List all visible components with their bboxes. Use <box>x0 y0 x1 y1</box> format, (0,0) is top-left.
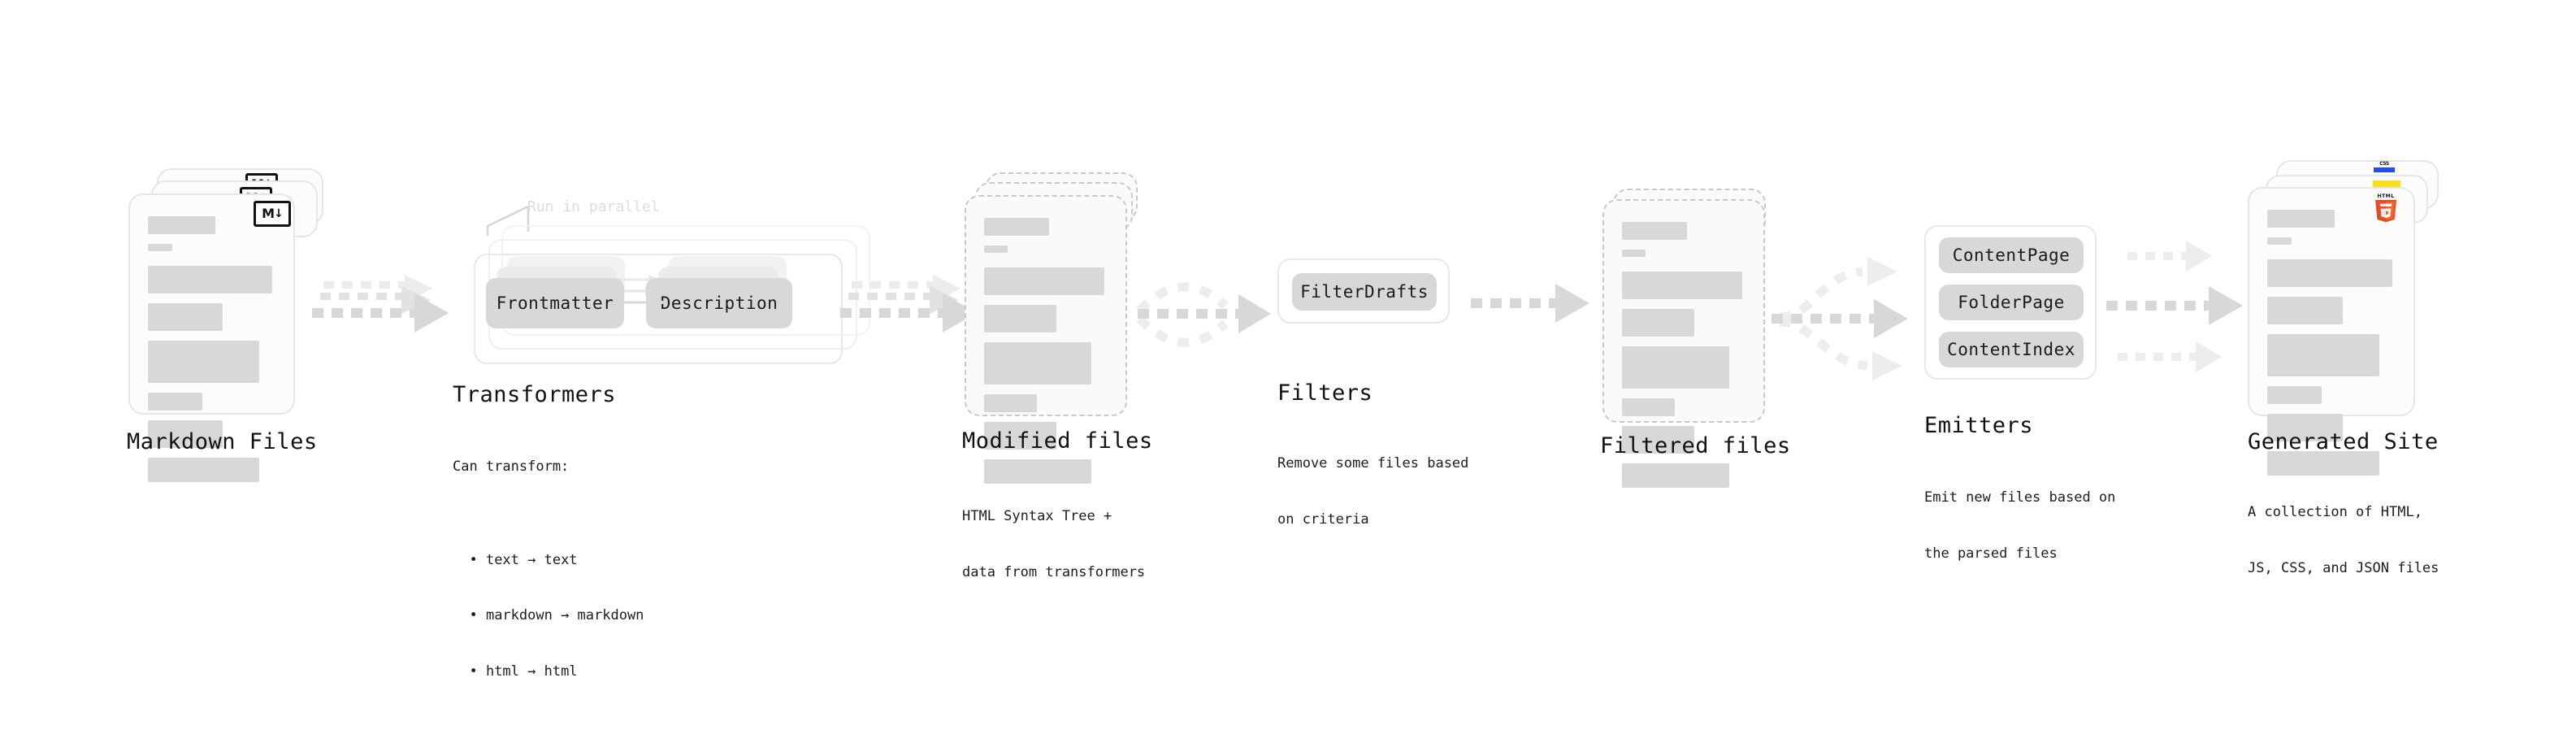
skeleton-bar <box>984 394 1037 412</box>
skeleton-bar <box>984 267 1104 295</box>
emitter-chip-contentpage[interactable]: ContentPage <box>1939 237 2084 273</box>
generated-site-description: A collection of HTML, JS, CSS, and JSON … <box>2248 466 2439 615</box>
skeleton-bar <box>148 216 215 234</box>
skeleton-bar <box>1622 222 1688 240</box>
markdown-file-skeleton <box>148 216 277 492</box>
skeleton-bar <box>148 393 202 411</box>
skeleton-bar <box>148 303 223 331</box>
modified-file-skeleton <box>984 218 1109 493</box>
generated-site-desc-line2: JS, CSS, and JSON files <box>2248 559 2439 576</box>
skeleton-bar <box>984 218 1050 236</box>
transformer-chip-description[interactable]: Description <box>646 278 792 328</box>
generated-site-desc-line1: A collection of HTML, <box>2248 503 2422 520</box>
transformer-chip-label: Description <box>660 293 778 313</box>
emitters-desc-line1: Emit new files based on <box>1924 489 2116 506</box>
modified-files-description: HTML Syntax Tree + data from transformer… <box>962 470 1145 619</box>
filters-description: Remove some files based on criteria <box>1277 417 1468 567</box>
skeleton-bar <box>984 459 1092 484</box>
transformers-desc-list: • text → text • markdown → markdown • ht… <box>453 514 644 719</box>
modified-files-heading: Modified files <box>962 428 1153 454</box>
modified-files-desc-line2: data from transformers <box>962 563 1146 580</box>
skeleton-bar <box>2267 414 2343 441</box>
emitters-heading: Emitters <box>1924 413 2034 438</box>
skeleton-bar <box>2267 386 2322 404</box>
markdown-icon-arrow: ↓ <box>274 207 284 220</box>
skeleton-bar <box>984 342 1092 385</box>
markdown-file-card-front <box>128 193 295 482</box>
modified-files-desc-line1: HTML Syntax Tree + <box>962 507 1112 524</box>
filters-desc-line1: Remove some files based <box>1277 454 1469 471</box>
skeleton-bar <box>1622 250 1646 257</box>
run-in-parallel-label: Run in parallel <box>527 198 660 215</box>
emitters-description: Emit new files based on the parsed files <box>1924 451 2115 601</box>
transformers-desc-item: • text → text <box>453 551 578 568</box>
filtered-file-card-front <box>1602 199 1765 488</box>
css3-icon: CSS <box>2374 161 2395 172</box>
filter-chip-filterdrafts[interactable]: FilterDrafts <box>1292 273 1437 311</box>
markdown-icon: M↓ <box>254 201 291 227</box>
pipeline-diagram: M↓ M↓ M↓ Markdown Files <box>127 160 2439 680</box>
transformer-chip-label: Frontmatter <box>496 293 614 313</box>
skeleton-bar <box>148 341 259 383</box>
flow-arrow-1 <box>309 275 449 348</box>
transformers-desc-item: • html → html <box>453 663 578 680</box>
skeleton-bar <box>148 266 272 293</box>
css3-icon-label: CSS <box>2379 161 2389 167</box>
transformer-chip-frontmatter[interactable]: Frontmatter <box>486 278 624 328</box>
skeleton-bar <box>148 244 173 251</box>
filters-desc-line2: on criteria <box>1277 511 1369 528</box>
skeleton-bar <box>148 420 223 448</box>
flow-arrow-4 <box>1471 280 1597 337</box>
skeleton-bar <box>984 245 1008 253</box>
filter-chip-label: FilterDrafts <box>1300 282 1429 302</box>
transformers-heading: Transformers <box>453 382 617 407</box>
skeleton-bar <box>2267 210 2335 228</box>
skeleton-bar <box>984 422 1057 450</box>
skeleton-bar <box>1622 463 1730 488</box>
skeleton-bar <box>2267 237 2292 245</box>
skeleton-bar <box>2267 259 2392 287</box>
svg-text:HTML: HTML <box>2377 193 2394 199</box>
skeleton-bar <box>1622 272 1742 299</box>
skeleton-bar <box>2267 334 2379 376</box>
emitters-desc-line2: the parsed files <box>1924 545 2058 562</box>
emitter-chip-label: ContentIndex <box>1947 340 2075 359</box>
flow-arrow-3 <box>1136 268 1271 358</box>
markdown-icon-m: M <box>262 206 275 221</box>
transformers-desc-intro: Can transform: <box>453 458 570 475</box>
modified-file-card-front <box>965 195 1127 484</box>
emitter-chip-folderpage[interactable]: FolderPage <box>1939 285 2084 320</box>
skeleton-bar <box>1622 426 1695 454</box>
generated-site-card-front <box>2248 187 2415 476</box>
run-in-parallel-bracket <box>486 195 588 244</box>
filters-heading: Filters <box>1277 380 1373 406</box>
skeleton-bar <box>1622 398 1675 416</box>
html5-icon: HTML <box>2373 192 2399 223</box>
emitter-chip-label: FolderPage <box>1958 293 2065 312</box>
flow-arrow-2 <box>837 275 977 348</box>
transformers-desc-item: • markdown → markdown <box>453 607 644 624</box>
generated-site-heading: Generated Site <box>2248 429 2439 454</box>
skeleton-bar <box>2267 451 2379 476</box>
transformer-connector <box>624 298 671 309</box>
markdown-files-heading: Markdown Files <box>127 429 318 454</box>
transformers-description: Can transform: • text → text • markdown … <box>453 420 644 756</box>
generated-site-skeleton <box>2267 210 2397 485</box>
skeleton-bar <box>1622 346 1730 389</box>
skeleton-bar <box>2267 297 2343 324</box>
filtered-file-skeleton <box>1622 222 1747 497</box>
emitter-chip-contentindex[interactable]: ContentIndex <box>1939 332 2084 367</box>
emitter-chip-label: ContentPage <box>1952 245 2071 265</box>
flow-arrow-6 <box>2106 229 2269 384</box>
skeleton-bar <box>1622 309 1695 337</box>
skeleton-bar <box>984 305 1057 332</box>
skeleton-bar <box>148 458 259 482</box>
flow-arrow-5 <box>1772 236 1934 398</box>
filtered-files-heading: Filtered files <box>1600 433 1791 458</box>
